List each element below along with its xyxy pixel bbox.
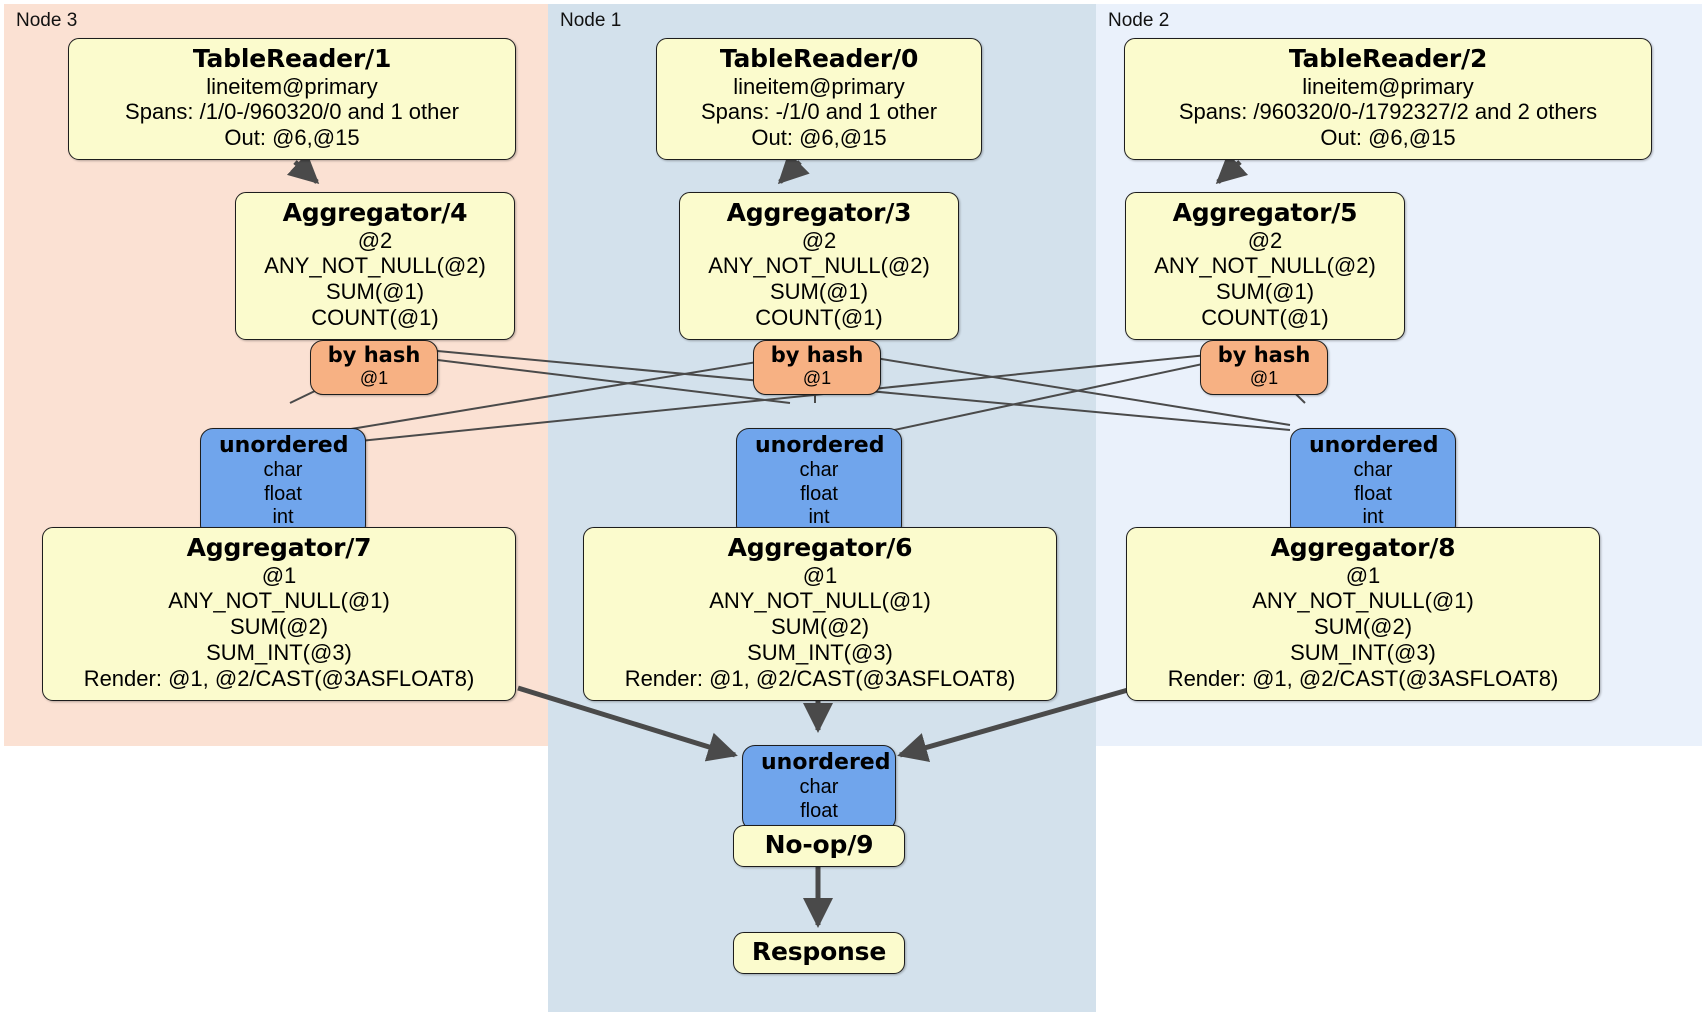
processor-aggregator-5[interactable]: Aggregator/5 @2 ANY_NOT_NULL(@2) SUM(@1)… [1125, 192, 1405, 341]
synchronizer-line: float [800, 482, 838, 505]
router-by-hash-left[interactable]: by hash @1 [310, 340, 438, 395]
processor-line: @1 [261, 562, 297, 588]
synchronizer-line: int [1362, 506, 1384, 529]
processor-line: @2 [1247, 227, 1283, 253]
processor-line: SUM(@2) [229, 614, 329, 640]
processor-line: @2 [801, 227, 837, 253]
node-panel-label-node2: Node 2 [1108, 10, 1170, 31]
processor-line: Out: @6,@15 [1320, 125, 1456, 151]
synchronizer-unordered-right[interactable]: unordered char float int [1290, 428, 1456, 538]
synchronizer-unordered-final[interactable]: unordered char float [742, 745, 896, 832]
processor-title: TableReader/2 [1288, 44, 1488, 73]
processor-line: ANY_NOT_NULL(@2) [708, 253, 930, 279]
processor-title: Aggregator/6 [727, 533, 913, 562]
processor-tablereader-0[interactable]: TableReader/0 lineitem@primary Spans: -/… [656, 38, 982, 161]
node-panel-label-node1: Node 1 [560, 10, 622, 31]
processor-line: lineitem@primary [206, 73, 378, 99]
processor-line: Render: @1, @2/CAST(@3ASFLOAT8) [1167, 666, 1559, 692]
processor-title: No-op/9 [764, 830, 874, 859]
router-by-hash-right[interactable]: by hash @1 [1200, 340, 1328, 395]
processor-aggregator-8[interactable]: Aggregator/8 @1 ANY_NOT_NULL(@1) SUM(@2)… [1126, 527, 1600, 702]
processor-line: SUM_INT(@3) [747, 640, 893, 666]
synchronizer-line: int [808, 506, 830, 529]
processor-no-op-9[interactable]: No-op/9 [733, 825, 905, 867]
synchronizer-line: char [1353, 458, 1393, 481]
processor-title: Aggregator/4 [282, 198, 468, 227]
synchronizer-line: char [799, 458, 839, 481]
synchronizer-title: unordered [755, 433, 885, 458]
processor-line: lineitem@primary [733, 73, 905, 99]
processor-line: @1 [1345, 562, 1381, 588]
processor-aggregator-3[interactable]: Aggregator/3 @2 ANY_NOT_NULL(@2) SUM(@1)… [679, 192, 959, 341]
synchronizer-title: unordered [1309, 433, 1439, 458]
processor-line: @2 [357, 227, 393, 253]
processor-line: Out: @6,@15 [751, 125, 887, 151]
processor-line: ANY_NOT_NULL(@2) [264, 253, 486, 279]
processor-tablereader-2[interactable]: TableReader/2 lineitem@primary Spans: /9… [1124, 38, 1652, 161]
processor-title: Aggregator/3 [726, 198, 912, 227]
processor-tablereader-1[interactable]: TableReader/1 lineitem@primary Spans: /1… [68, 38, 516, 161]
synchronizer-unordered-left[interactable]: unordered char float int [200, 428, 366, 538]
synchronizer-line: int [272, 506, 294, 529]
processor-line: lineitem@primary [1302, 73, 1474, 99]
processor-aggregator-6[interactable]: Aggregator/6 @1 ANY_NOT_NULL(@1) SUM(@2)… [583, 527, 1057, 702]
router-by-hash-center[interactable]: by hash @1 [753, 340, 881, 395]
processor-line: ANY_NOT_NULL(@1) [709, 588, 931, 614]
synchronizer-line: float [264, 482, 302, 505]
router-title: by hash [770, 343, 864, 367]
processor-line: COUNT(@1) [755, 305, 883, 331]
processor-line: Render: @1, @2/CAST(@3ASFLOAT8) [83, 666, 475, 692]
processor-title: Aggregator/8 [1270, 533, 1456, 562]
synchronizer-title: unordered [761, 750, 891, 775]
router-title: by hash [327, 343, 421, 367]
processor-aggregator-7[interactable]: Aggregator/7 @1 ANY_NOT_NULL(@1) SUM(@2)… [42, 527, 516, 702]
processor-title: Aggregator/5 [1172, 198, 1358, 227]
processor-line: Out: @6,@15 [224, 125, 360, 151]
processor-line: ANY_NOT_NULL(@1) [1252, 588, 1474, 614]
processor-line: Spans: -/1/0 and 1 other [700, 99, 938, 125]
synchronizer-line: char [263, 458, 303, 481]
processor-line: SUM(@1) [769, 279, 869, 305]
processor-line: ANY_NOT_NULL(@2) [1154, 253, 1376, 279]
processor-line: @1 [802, 562, 838, 588]
router-line: @1 [802, 367, 832, 388]
processor-line: COUNT(@1) [311, 305, 439, 331]
processor-line: Spans: /1/0-/960320/0 and 1 other [125, 99, 459, 125]
processor-response[interactable]: Response [733, 932, 905, 974]
synchronizer-line: float [1354, 482, 1392, 505]
processor-line: SUM(@2) [770, 614, 870, 640]
synchronizer-title: unordered [219, 433, 349, 458]
processor-title: TableReader/0 [719, 44, 919, 73]
processor-line: SUM_INT(@3) [206, 640, 352, 666]
router-line: @1 [1249, 367, 1279, 388]
processor-aggregator-4[interactable]: Aggregator/4 @2 ANY_NOT_NULL(@2) SUM(@1)… [235, 192, 515, 341]
router-line: @1 [359, 367, 389, 388]
processor-title: Aggregator/7 [186, 533, 372, 562]
synchronizer-line: float [800, 799, 838, 822]
processor-line: SUM(@2) [1313, 614, 1413, 640]
processor-title: TableReader/1 [192, 44, 392, 73]
processor-line: ANY_NOT_NULL(@1) [168, 588, 390, 614]
processor-line: Render: @1, @2/CAST(@3ASFLOAT8) [624, 666, 1016, 692]
processor-title: Response [751, 937, 887, 966]
processor-line: COUNT(@1) [1201, 305, 1329, 331]
synchronizer-unordered-center[interactable]: unordered char float int [736, 428, 902, 538]
processor-line: SUM(@1) [325, 279, 425, 305]
node-panel-label-node3: Node 3 [16, 10, 78, 31]
processor-line: SUM(@1) [1215, 279, 1315, 305]
synchronizer-line: char [799, 775, 839, 798]
processor-line: SUM_INT(@3) [1290, 640, 1436, 666]
processor-line: Spans: /960320/0-/1792327/2 and 2 others [1178, 99, 1598, 125]
router-title: by hash [1217, 343, 1311, 367]
